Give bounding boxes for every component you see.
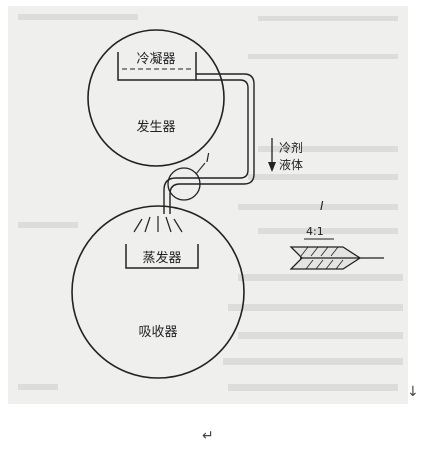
condenser-label: 冷凝器 xyxy=(136,51,175,67)
flow-direction-arrow xyxy=(268,138,276,172)
pipe-detail-view xyxy=(289,246,384,270)
evaporator-label: 蒸发器 xyxy=(142,250,181,266)
spray-lines xyxy=(133,216,183,233)
absorption-refrigeration-diagram: 冷凝器 发生器 I 冷剂 液体 蒸发器 吸收器 I 4:1 xyxy=(71,29,384,379)
generator-label: 发生器 xyxy=(136,119,175,135)
evaporator-tray xyxy=(125,244,199,269)
absorber-label: 吸收器 xyxy=(138,325,177,340)
detail-scale-label: 4:1 xyxy=(306,225,324,238)
paragraph-mark: ↓ xyxy=(407,384,419,400)
blurred-background-text xyxy=(18,14,403,391)
line-return-mark: ↵ xyxy=(202,428,214,444)
detail-marker-main: I xyxy=(206,151,210,165)
absorber-vessel xyxy=(71,205,245,379)
detail-marker-inset: I xyxy=(320,199,324,213)
generator-vessel xyxy=(87,29,225,167)
refrigerant-pipe xyxy=(163,73,255,214)
condenser-tray xyxy=(117,52,197,81)
refrigerant-label-line2: 液体 xyxy=(279,157,303,172)
figure-scan: 冷凝器 发生器 I 冷剂 液体 蒸发器 吸收器 I 4:1 xyxy=(8,6,408,404)
detail-leader-line xyxy=(195,162,206,175)
detail-callout-circle xyxy=(167,167,201,201)
refrigerant-label-line1: 冷剂 xyxy=(279,140,303,155)
